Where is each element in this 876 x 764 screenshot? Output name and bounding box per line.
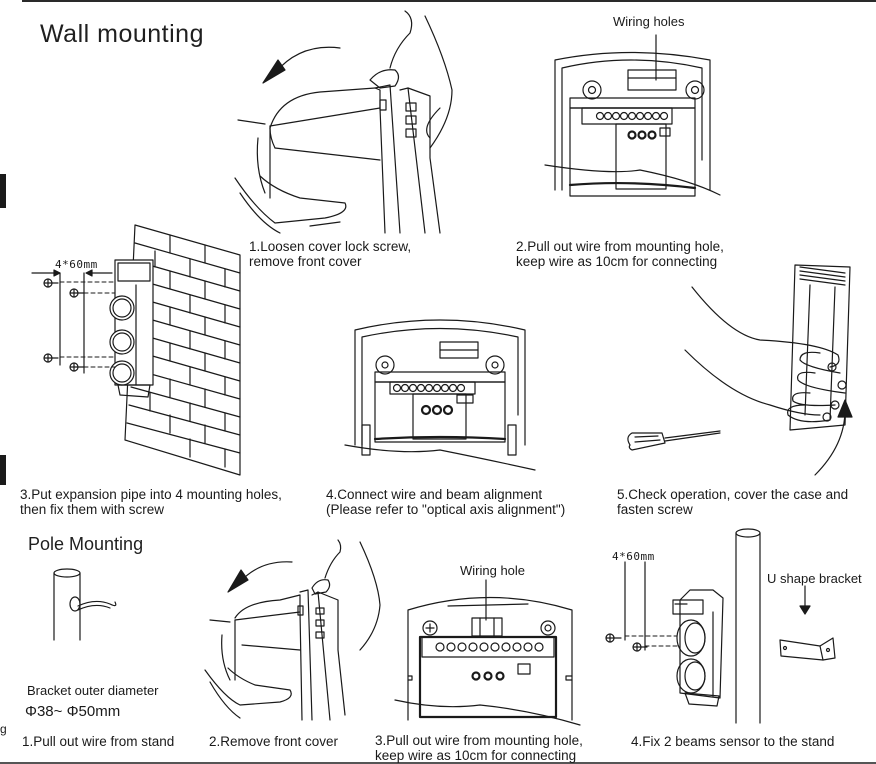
terminal-block bbox=[392, 383, 466, 393]
wiring-holes-label: Wiring holes bbox=[613, 14, 685, 29]
pole-screw-spec-label: 4*60mm bbox=[612, 550, 655, 563]
screwdriver-icon bbox=[627, 430, 721, 451]
close-case-illustration bbox=[627, 264, 853, 476]
pole-mounting-title: Pole Mounting bbox=[28, 534, 144, 554]
pole bbox=[735, 528, 761, 724]
sensor-unit bbox=[672, 589, 724, 707]
pole-remove-cover-illustration bbox=[204, 539, 381, 721]
pole-step-2-caption: 2.Remove front cover bbox=[209, 734, 339, 749]
down-arrow-icon bbox=[799, 605, 811, 615]
wall-step-2-caption: 2.Pull out wire from mounting hole, keep… bbox=[516, 239, 724, 269]
page-edge-marker bbox=[0, 174, 6, 208]
rotate-arrow-icon bbox=[227, 569, 249, 593]
terminal-block bbox=[435, 642, 544, 652]
wall-step-3-caption: 3.Put expansion pipe into 4 mounting hol… bbox=[20, 487, 282, 517]
brick-wall-illustration bbox=[31, 224, 241, 476]
wall-mounting-title: Wall mounting bbox=[40, 20, 204, 48]
pole-step-3-caption: 3.Pull out wire from mounting hole, keep… bbox=[375, 733, 583, 763]
connect-wire-illustration bbox=[344, 319, 536, 471]
screw-icon bbox=[43, 278, 59, 288]
u-bracket bbox=[779, 637, 836, 661]
screw-icon bbox=[605, 633, 622, 643]
page-edge-marker bbox=[0, 455, 6, 485]
pole-wire-illustration bbox=[53, 568, 117, 641]
wall-step-1-caption: 1.Loosen cover lock screw, remove front … bbox=[249, 239, 412, 269]
rotate-arrow-icon bbox=[262, 59, 286, 84]
top-rule bbox=[22, 0, 876, 2]
bottom-rule bbox=[0, 762, 876, 764]
pole-step-4-caption: 4.Fix 2 beams sensor to the stand bbox=[631, 734, 835, 749]
screw-icon bbox=[632, 642, 648, 652]
remove-cover-illustration bbox=[234, 10, 453, 234]
sensor-unit bbox=[109, 259, 154, 398]
pole-step-1-caption: 1.Pull out wire from stand bbox=[22, 734, 175, 749]
bracket-diameter-label: Bracket outer diameter bbox=[27, 683, 159, 698]
wall-step-4-caption: 4.Connect wire and beam alignment (Pleas… bbox=[326, 487, 566, 517]
wiring-holes-illustration bbox=[544, 34, 721, 197]
screw-icon bbox=[69, 288, 85, 298]
screw-icon bbox=[43, 353, 59, 363]
terminal-block bbox=[595, 111, 669, 121]
wiring-hole-label: Wiring hole bbox=[460, 563, 526, 578]
up-arrow-icon bbox=[837, 399, 853, 418]
bracket-diameter-value: Φ38~ Φ50mm bbox=[25, 703, 121, 720]
wall-step-5-caption: 5.Check operation, cover the case and fa… bbox=[617, 487, 849, 517]
screw-icon bbox=[69, 362, 85, 372]
screw-spec-label: 4*60mm bbox=[55, 258, 98, 271]
u-bracket-label: U shape bracket bbox=[767, 571, 862, 586]
pole-wiring-hole-illustration bbox=[394, 579, 581, 726]
page-edge-text: g bbox=[0, 722, 7, 736]
fix-sensor-illustration bbox=[605, 528, 836, 724]
